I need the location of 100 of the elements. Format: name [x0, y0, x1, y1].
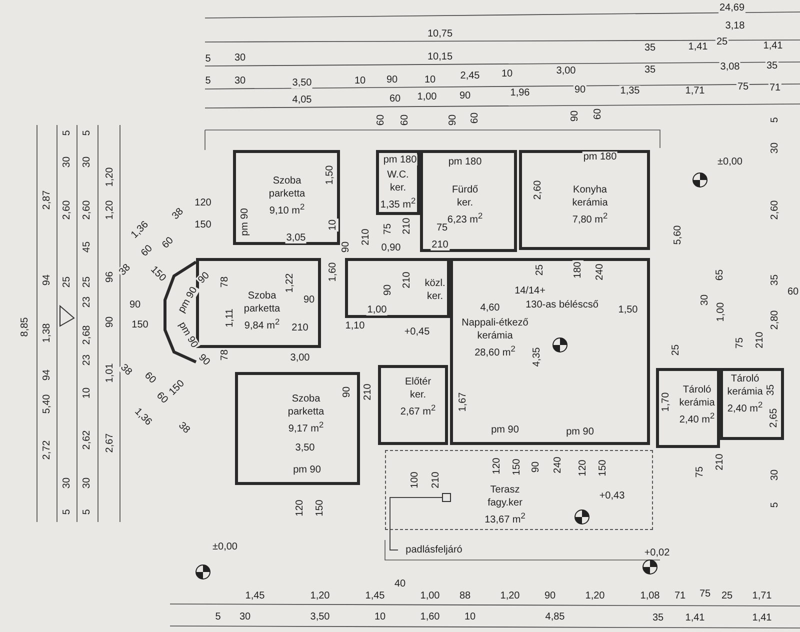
dimension-label: 3,00 — [289, 352, 311, 364]
dimension-label: 1,41 — [684, 612, 706, 624]
dimension-label: 210 — [360, 228, 372, 246]
dimension-label: ±0,00 — [212, 542, 238, 552]
room-label: Tároló — [682, 383, 712, 396]
dimension-label: 30 — [770, 141, 780, 155]
room-label: 2,67 m$^{2}$ — [400, 401, 436, 419]
dimension-label: 210 — [714, 452, 726, 472]
dimension-label: 100 — [410, 470, 420, 490]
dimension-label: 1,20 — [104, 199, 116, 221]
dimension-label: pm 90 — [565, 426, 595, 438]
dimension-label: 10 — [463, 612, 477, 622]
dimension-label: 1,41 — [751, 612, 773, 624]
room-label: ker. — [456, 196, 474, 210]
dimension-label: 30 — [62, 155, 72, 169]
dimension-label: 210 — [430, 470, 442, 490]
dimension-label: 2,60 — [532, 179, 544, 201]
dimension-label: 2,80 — [770, 309, 780, 331]
dimension-label: 120 — [578, 458, 588, 478]
dimension-label: 5 — [82, 508, 92, 516]
dimension-label: 35 — [770, 273, 780, 287]
dimension-label: 210 — [362, 382, 374, 402]
dimension-label: 120 — [194, 198, 212, 208]
dimension-label: 25 — [715, 36, 729, 48]
dimension-label: 4,60 — [479, 302, 501, 314]
dimension-label: 90 — [128, 300, 142, 310]
dimension-label: 3,08 — [719, 62, 741, 72]
room-outline — [656, 368, 720, 448]
room-label: 9,10 m$^{2}$ — [268, 200, 306, 218]
dimension-label: 10,75 — [426, 28, 454, 40]
dimension-label: 14/14+ — [514, 286, 546, 296]
room-label: 2,40 m$^{2}$ — [727, 398, 763, 416]
dimension-label: 2,45 — [459, 70, 481, 82]
dimension-label: pm 180 — [382, 154, 418, 166]
dimension-label: 90 — [458, 90, 472, 102]
room-label: kerámia — [679, 396, 715, 410]
dimension-label: 1,00 — [419, 590, 441, 602]
room-label: ker. — [426, 290, 444, 303]
dimension-label: +0,43 — [598, 490, 626, 502]
room-label: Előtér — [404, 375, 432, 388]
dimension-label: 5 — [204, 76, 212, 86]
room-label: 28,60 m$^{2}$ — [474, 342, 516, 360]
dimension-label: 150 — [314, 498, 326, 518]
dimension-label: pm 90 — [176, 319, 200, 351]
dimension-label: 90 — [570, 109, 580, 123]
dimension-label: 60 — [400, 113, 410, 127]
dimension-label: 90 — [340, 240, 352, 254]
dimension-label: 5 — [204, 54, 212, 64]
dimension-label: 120 — [492, 456, 502, 476]
dimension-label: 30 — [82, 155, 92, 169]
dimension-label: 90 — [302, 294, 316, 306]
room-label: 1,35 m$^{2}$ — [380, 194, 416, 212]
dimension-label: 120 — [294, 498, 306, 518]
dimension-label: ±0,00 — [716, 156, 744, 168]
room-label: parketta — [244, 302, 280, 316]
dimension-label: 45 — [82, 240, 92, 254]
leader-line — [390, 497, 442, 550]
dimension-label: 60 — [376, 113, 386, 127]
dimension-label: 150 — [194, 220, 212, 230]
dimension-label: 3,05 — [285, 232, 307, 244]
dimension-label: 1,35 — [619, 86, 641, 96]
dimension-label: 2,60 — [82, 199, 92, 221]
dimension-label: 5 — [770, 501, 780, 509]
room-label: parketta — [268, 187, 306, 200]
dimension-label: 24,69 — [718, 2, 746, 14]
room-label: Terasz — [489, 483, 521, 496]
dimension-label: pm 180 — [582, 152, 618, 162]
dimension-label: 4,05 — [291, 94, 313, 106]
dimension-label: 1,00 — [416, 92, 438, 102]
dimension-label: 210 — [430, 240, 450, 250]
dimension-label: 0,90 — [380, 242, 402, 254]
dimension-label: 3,50 — [309, 612, 331, 622]
dimension-label: +0,45 — [403, 326, 431, 338]
room-label: közl. — [424, 277, 446, 290]
dimension-label: 94 — [42, 368, 52, 382]
dimension-label: 2,60 — [62, 199, 72, 221]
dimension-label: 30 — [770, 468, 780, 482]
dimension-label: 5,60 — [672, 224, 684, 246]
dimension-label: 1,41 — [762, 40, 784, 52]
dimension-label: 10 — [373, 612, 387, 622]
room-label: W.C. — [386, 168, 410, 182]
dimension-label: 75 — [382, 222, 394, 236]
room-label: 2,40 m$^{2}$ — [679, 409, 715, 427]
dimension-label: 1,01 — [104, 362, 116, 384]
dimension-label: 1,10 — [344, 320, 366, 332]
dimension-label: 78 — [220, 348, 230, 362]
room-label: Szoba — [290, 392, 322, 406]
room-outline — [196, 258, 321, 348]
dimension-label: 3,00 — [555, 66, 577, 76]
dimension-label: 1,71 — [751, 590, 773, 602]
dimension-label: 2,72 — [42, 439, 52, 461]
dimension-label: 75 — [734, 336, 746, 350]
dimension-label: 1,11 — [224, 308, 236, 328]
dimension-label: 4,35 — [532, 346, 542, 368]
room-label: kerámia — [727, 385, 763, 398]
dimension-label: 10 — [500, 68, 514, 80]
dimension-label: 210 — [402, 270, 412, 290]
room-label: kerámia — [572, 196, 608, 210]
dimension-label: +0,02 — [643, 548, 671, 558]
dimension-label: 1,70 — [660, 391, 672, 413]
